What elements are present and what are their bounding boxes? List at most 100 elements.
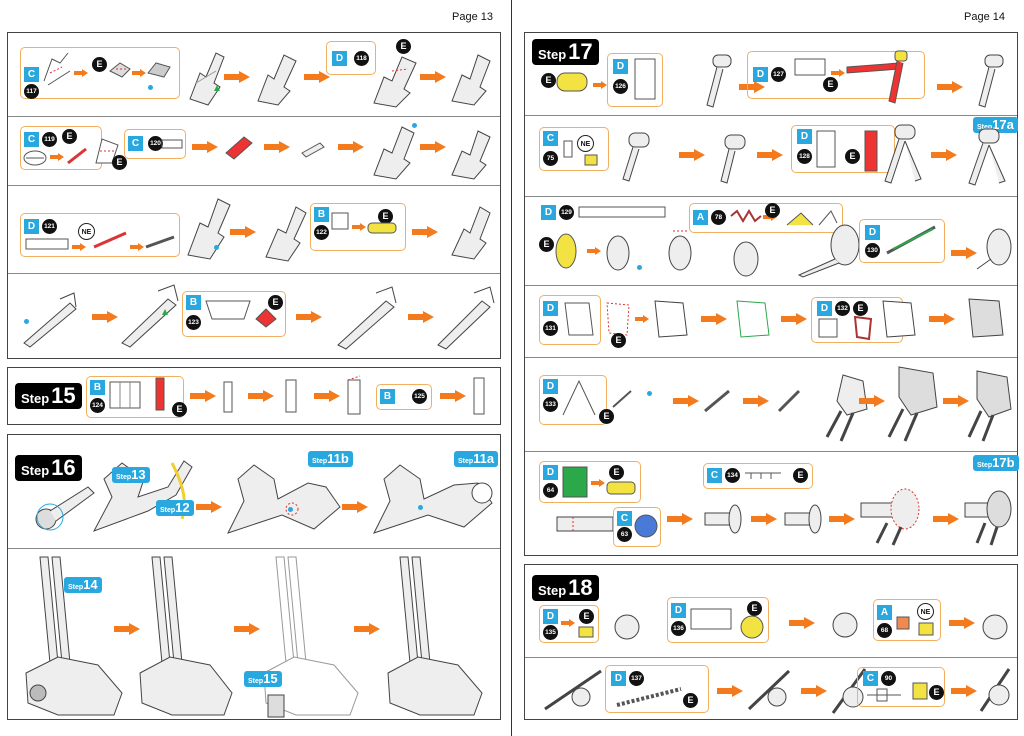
assembly-drawing	[733, 297, 773, 341]
part-number: 120	[148, 136, 163, 151]
part-drawing	[284, 378, 298, 414]
arrow-icon	[314, 390, 340, 402]
step-reference-badge: Step14	[64, 577, 102, 593]
assembly-drawing	[973, 225, 1015, 273]
assembly-drawing	[965, 295, 1009, 343]
assembly-drawing	[977, 663, 1013, 717]
sheet-label: A	[877, 605, 892, 620]
part-drawing	[851, 315, 875, 341]
sheet-label: D	[797, 129, 812, 144]
part-drawing	[583, 153, 599, 167]
part-drawing	[817, 317, 839, 339]
arrow-icon	[338, 141, 364, 153]
row-divider	[525, 285, 1017, 286]
callout-box	[791, 125, 895, 173]
part-number: 118	[354, 51, 369, 66]
part-drawing	[775, 385, 805, 415]
sheet-label: D	[543, 609, 558, 624]
sheet-label: D	[865, 225, 880, 240]
step-reference-badge: Step12	[156, 500, 194, 516]
arrow-icon	[717, 685, 743, 697]
callout-box	[859, 219, 945, 263]
arrow-icon	[50, 153, 64, 161]
part-drawing	[108, 59, 132, 79]
row-divider	[525, 357, 1017, 358]
arrow-icon	[354, 623, 380, 635]
arrow-icon	[951, 685, 977, 697]
left-page: Page 13 C 117 E D 118 E	[7, 11, 501, 720]
arrow-icon	[591, 479, 605, 487]
sheet-label: D	[543, 379, 558, 394]
sheet-label: B	[90, 380, 105, 395]
part-drawing	[633, 511, 659, 541]
step-reference-badge: Step13	[112, 467, 150, 483]
arrow-icon	[190, 390, 216, 402]
part-number: 135	[543, 625, 558, 640]
sheet-label: C	[617, 511, 632, 526]
part-drawing	[472, 376, 486, 416]
part-drawing	[224, 131, 254, 161]
glue-point-marker	[412, 123, 417, 128]
part-number: 124	[90, 398, 105, 413]
arrow-icon	[937, 81, 963, 93]
part-drawing	[881, 47, 911, 107]
part-drawing	[108, 378, 144, 412]
part-drawing	[254, 307, 278, 329]
callout-box	[539, 375, 607, 425]
assembly-drawing	[334, 285, 400, 351]
part-drawing	[911, 681, 929, 701]
part-number: 131	[543, 321, 558, 336]
arrow-icon	[408, 311, 434, 323]
assembly-drawing	[434, 285, 496, 351]
callout-box	[703, 463, 813, 489]
callout-box	[539, 127, 609, 171]
callout-box	[539, 461, 641, 503]
erase-marker: E	[396, 39, 411, 54]
part-drawing	[330, 209, 350, 233]
erase-marker: E	[378, 209, 393, 224]
part-drawing	[743, 469, 783, 483]
assembly-drawing	[18, 553, 128, 719]
assembly-drawing	[382, 553, 492, 719]
part-drawing	[222, 380, 234, 414]
part-drawing	[22, 149, 48, 167]
arrow-icon	[931, 149, 957, 161]
arrow-icon	[587, 247, 601, 255]
arrow-icon	[92, 311, 118, 323]
arrow-icon	[132, 69, 146, 77]
arrow-icon	[248, 390, 274, 402]
page-number: Page 13	[452, 11, 493, 23]
page-spine	[511, 0, 512, 736]
part-number: 133	[543, 397, 558, 412]
arrow-icon	[801, 685, 827, 697]
part-number: 137	[629, 671, 644, 686]
sheet-label: B	[380, 389, 395, 404]
callout-box	[20, 47, 180, 99]
erase-marker: E	[929, 685, 944, 700]
assembly-drawing	[701, 497, 745, 539]
step-reference-badge: Step11a	[454, 451, 499, 467]
sheet-label: D	[332, 51, 347, 66]
part-drawing	[895, 615, 911, 631]
part-drawing	[633, 57, 659, 103]
row-divider	[8, 548, 500, 549]
glue-point-marker	[418, 505, 423, 510]
arrow-icon	[264, 141, 290, 153]
steps-panel-continuation: C 117 E D 118 E	[7, 32, 501, 359]
sheet-label: D	[613, 59, 628, 74]
part-drawing	[561, 139, 575, 159]
part-drawing	[154, 376, 166, 412]
arrow-icon	[224, 71, 250, 83]
arrow-icon	[701, 313, 727, 325]
no-erase-marker: NE	[577, 135, 594, 152]
callout-box	[376, 384, 432, 410]
arrow-icon	[420, 71, 446, 83]
sheet-label: C	[707, 468, 722, 483]
sheet-label: D	[611, 671, 626, 686]
part-drawing	[66, 145, 90, 167]
arrow-icon	[951, 247, 977, 259]
erase-marker: E	[112, 155, 127, 170]
